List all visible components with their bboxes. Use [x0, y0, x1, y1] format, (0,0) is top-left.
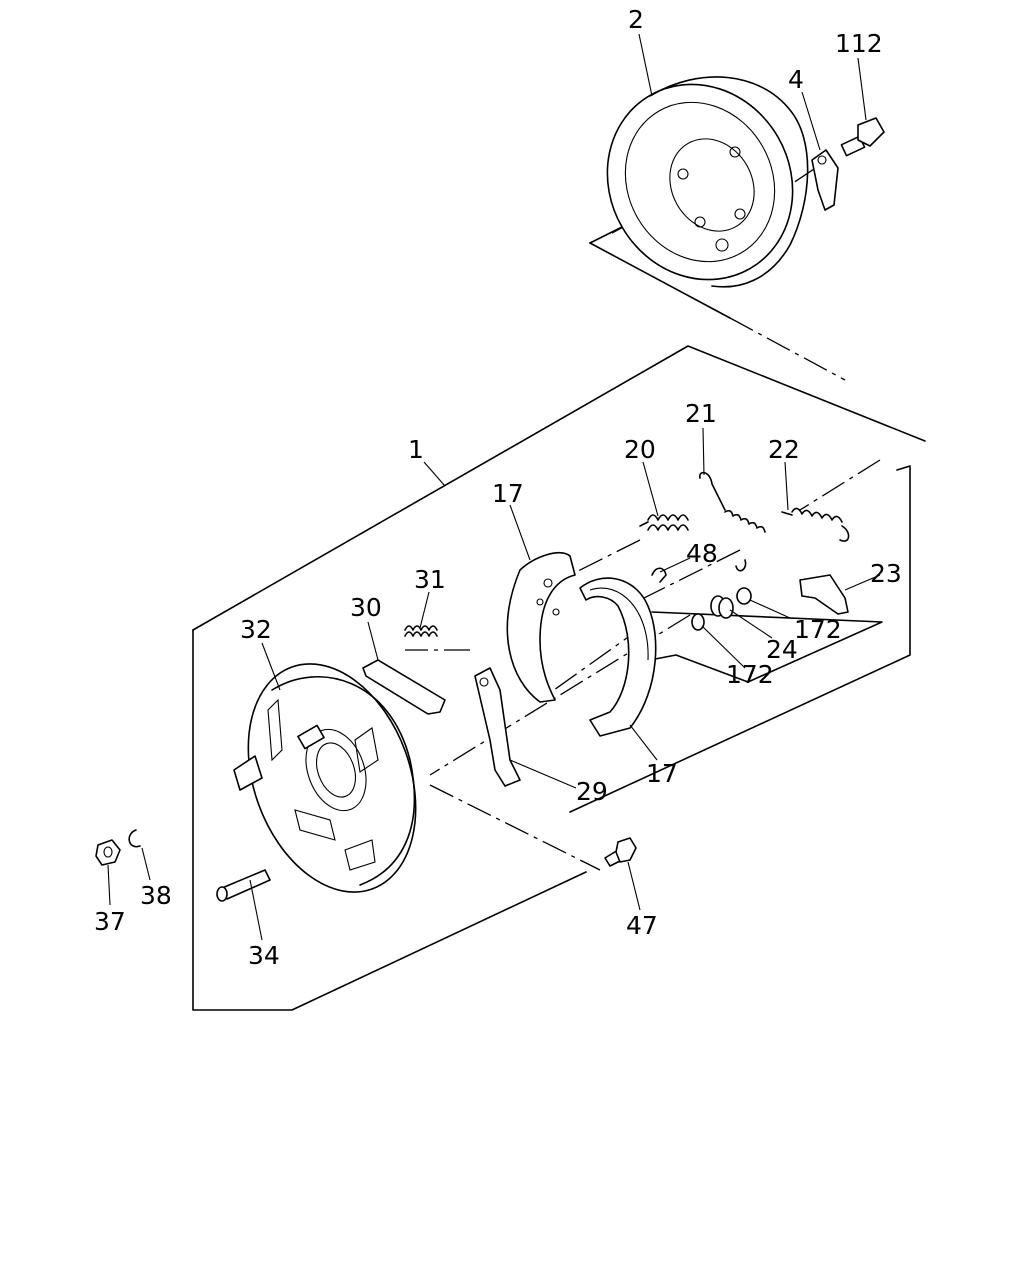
strut-spring — [404, 625, 438, 637]
lock-washer-38 — [128, 829, 141, 848]
label-22: 22 — [768, 435, 800, 464]
plate-bracket — [811, 149, 839, 211]
adjuster-spring-22 — [781, 507, 850, 542]
label-172-left: 172 — [726, 660, 774, 689]
label-1: 1 — [408, 435, 424, 464]
bleeder-screw — [840, 117, 885, 157]
bolt-47 — [604, 837, 637, 867]
label-37: 37 — [94, 907, 126, 936]
label-20: 20 — [624, 435, 656, 464]
hook-spring-21 — [699, 471, 766, 572]
label-17-bottom: 17 — [646, 759, 678, 788]
brake-shoe-front — [579, 577, 657, 737]
label-29: 29 — [576, 777, 608, 806]
adjuster-screw-23 — [799, 574, 849, 615]
label-17-top: 17 — [492, 479, 524, 508]
callout-labels: 2 4 112 1 17 20 21 22 48 23 172 24 172 3… — [94, 5, 902, 970]
label-31: 31 — [414, 565, 446, 594]
label-38: 38 — [140, 881, 172, 910]
brake-drum — [606, 76, 809, 288]
label-23: 23 — [870, 559, 902, 588]
label-48: 48 — [686, 539, 718, 568]
label-2: 2 — [628, 5, 644, 34]
parking-lever — [474, 667, 521, 787]
label-172-right: 172 — [794, 615, 842, 644]
backing-plate — [233, 663, 417, 893]
retainer-clip-48 — [651, 567, 667, 583]
nut-37 — [95, 839, 121, 866]
label-47: 47 — [626, 911, 658, 940]
return-spring-20 — [639, 514, 689, 531]
label-30: 30 — [350, 593, 382, 622]
label-4: 4 — [788, 65, 804, 94]
label-32: 32 — [240, 615, 272, 644]
assembly-frame — [192, 345, 926, 1011]
washers-24-172 — [691, 587, 752, 631]
label-34: 34 — [248, 941, 280, 970]
hold-down-pin-34 — [216, 869, 271, 902]
label-21: 21 — [685, 399, 717, 428]
brake-shoe-rear — [506, 552, 576, 703]
leader-lines — [107, 33, 881, 941]
label-24: 24 — [766, 635, 798, 664]
label-112: 112 — [835, 29, 883, 58]
